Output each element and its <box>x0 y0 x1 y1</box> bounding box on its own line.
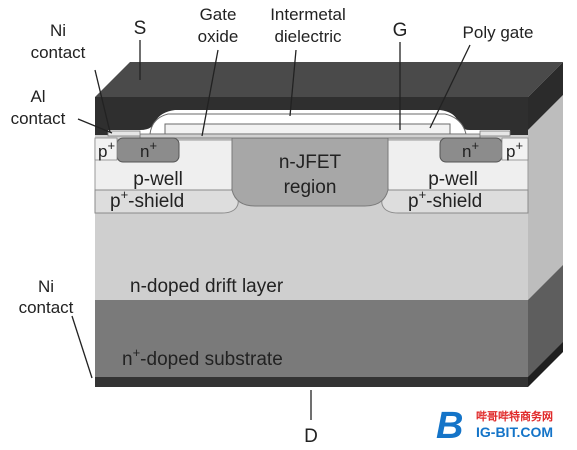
label-al-contact-1: Al <box>30 87 45 106</box>
label-ni-contact-bottom-2: contact <box>19 298 74 317</box>
leader-ni-bottom <box>71 315 93 379</box>
label-drift-layer: n-doped drift layer <box>130 276 284 297</box>
n-plus-substrate <box>95 300 528 377</box>
label-g: G <box>393 20 408 41</box>
label-intermetal-2: dielectric <box>274 27 342 46</box>
label-p-shield-right: p+-shield <box>408 187 482 212</box>
label-n-jfet-2: region <box>284 177 337 198</box>
watermark-chinese-text: 哔哥哔特商务网 <box>476 409 553 423</box>
label-n-plus-left: n+ <box>140 138 157 161</box>
n-jfet-region <box>231 137 389 207</box>
label-ni-contact-top-1: Ni <box>50 21 66 40</box>
label-n-jfet-1: n-JFET <box>279 152 342 173</box>
leader-intermetal <box>289 49 297 117</box>
label-substrate: n+-doped substrate <box>122 345 283 370</box>
source-metal-front-face <box>95 97 528 135</box>
bottom-metal-side-face <box>528 342 563 387</box>
label-p-well-left: p-well <box>133 169 183 190</box>
al-contact-left <box>107 130 141 137</box>
leader-ni-top <box>94 69 111 133</box>
label-d: D <box>304 426 318 447</box>
label-al-contact-2: contact <box>11 109 66 128</box>
leader-lines <box>71 40 471 420</box>
label-intermetal-1: Intermetal <box>270 5 346 24</box>
label-gate-oxide-1: Gate <box>200 5 237 24</box>
label-poly-gate: Poly gate <box>463 23 534 42</box>
drain-metal <box>95 377 528 387</box>
label-p-plus-right: p+ <box>506 138 523 161</box>
poly-gate <box>164 123 451 135</box>
label-gate-oxide-2: oxide <box>198 27 239 46</box>
leader-poly-gate <box>429 44 471 129</box>
source-metal-side-face <box>528 62 563 130</box>
leader-al <box>77 118 113 134</box>
leader-gate-oxide <box>201 49 219 137</box>
label-p-shield-left: p+-shield <box>110 187 184 212</box>
label-p-plus-left: p+ <box>98 138 115 161</box>
watermark-brand-text: IG-BIT.COM <box>476 424 553 440</box>
p-plus-left <box>94 137 118 161</box>
p-plus-right <box>501 137 529 161</box>
al-contact-right <box>479 130 511 137</box>
label-n-plus-right: n+ <box>462 138 479 161</box>
gate-oxide <box>139 133 481 139</box>
label-ni-contact-top-2: contact <box>31 43 86 62</box>
source-metal-top-face <box>95 62 563 97</box>
big-bit-watermark: B 哔哥哔特商务网 IG-BIT.COM <box>436 405 553 447</box>
label-p-well-right: p-well <box>428 169 478 190</box>
label-s: S <box>134 18 147 39</box>
watermark-big-b-logo: B <box>436 405 463 447</box>
label-ni-contact-bottom-1: Ni <box>38 277 54 296</box>
